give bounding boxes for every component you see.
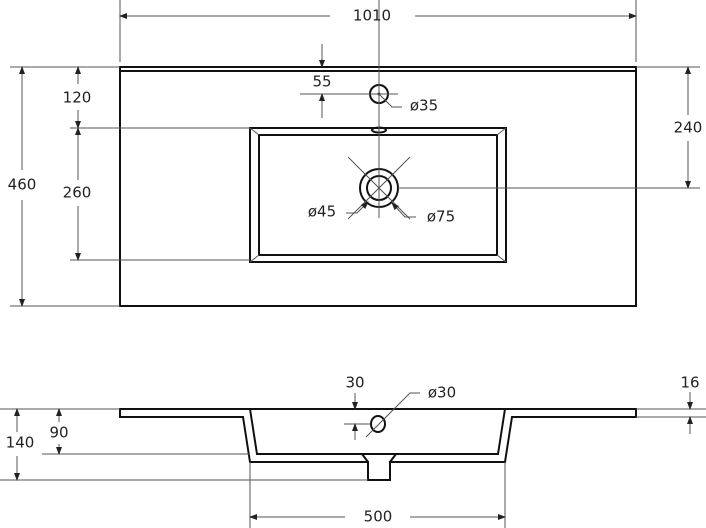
dim-overflow-diameter: ø30 <box>428 384 456 402</box>
basin-corner-lines <box>249 127 507 263</box>
dim-back-to-drain: 240 <box>674 119 703 137</box>
dim-tap-hole-offset: 55 <box>312 73 331 91</box>
drain-funnel-left <box>361 453 369 463</box>
dim-drain-outer-diameter: ø75 <box>427 208 455 226</box>
dim-drain-inner-diameter: ø45 <box>308 203 336 221</box>
side-extension-lines <box>0 408 706 528</box>
basin-outer <box>249 127 507 263</box>
dim-slab-thickness: 16 <box>680 374 699 392</box>
dim-front-to-basin: 120 <box>63 89 92 107</box>
extension-lines <box>10 0 700 307</box>
dim-basin-height: 90 <box>49 424 68 442</box>
side-view: 140 90 30 ø30 16 500 <box>0 374 706 528</box>
basin-inner <box>258 134 498 256</box>
leader-tap-hole <box>378 93 402 108</box>
overflow-hole <box>370 415 386 433</box>
dim-overall-depth: 460 <box>8 176 37 194</box>
leader-overflow <box>365 392 420 438</box>
sink-profile-inner <box>249 408 506 455</box>
drain-funnel-right <box>389 453 397 463</box>
dim-overall-width: 1010 <box>353 7 391 25</box>
dim-total-height: 140 <box>6 434 35 452</box>
leader-drain-inner <box>346 201 369 214</box>
dim-basin-width: 500 <box>364 508 393 526</box>
dim-basin-depth: 260 <box>63 184 92 202</box>
dim-tap-hole-diameter: ø35 <box>410 97 438 115</box>
leader-drain-outer <box>391 202 416 218</box>
sink-profile-outer <box>119 408 637 481</box>
dim-overflow-offset: 30 <box>345 374 364 392</box>
countertop-outline <box>119 66 637 307</box>
top-view: 1010 460 120 260 240 55 ø35 ø45 ø75 <box>8 0 703 307</box>
